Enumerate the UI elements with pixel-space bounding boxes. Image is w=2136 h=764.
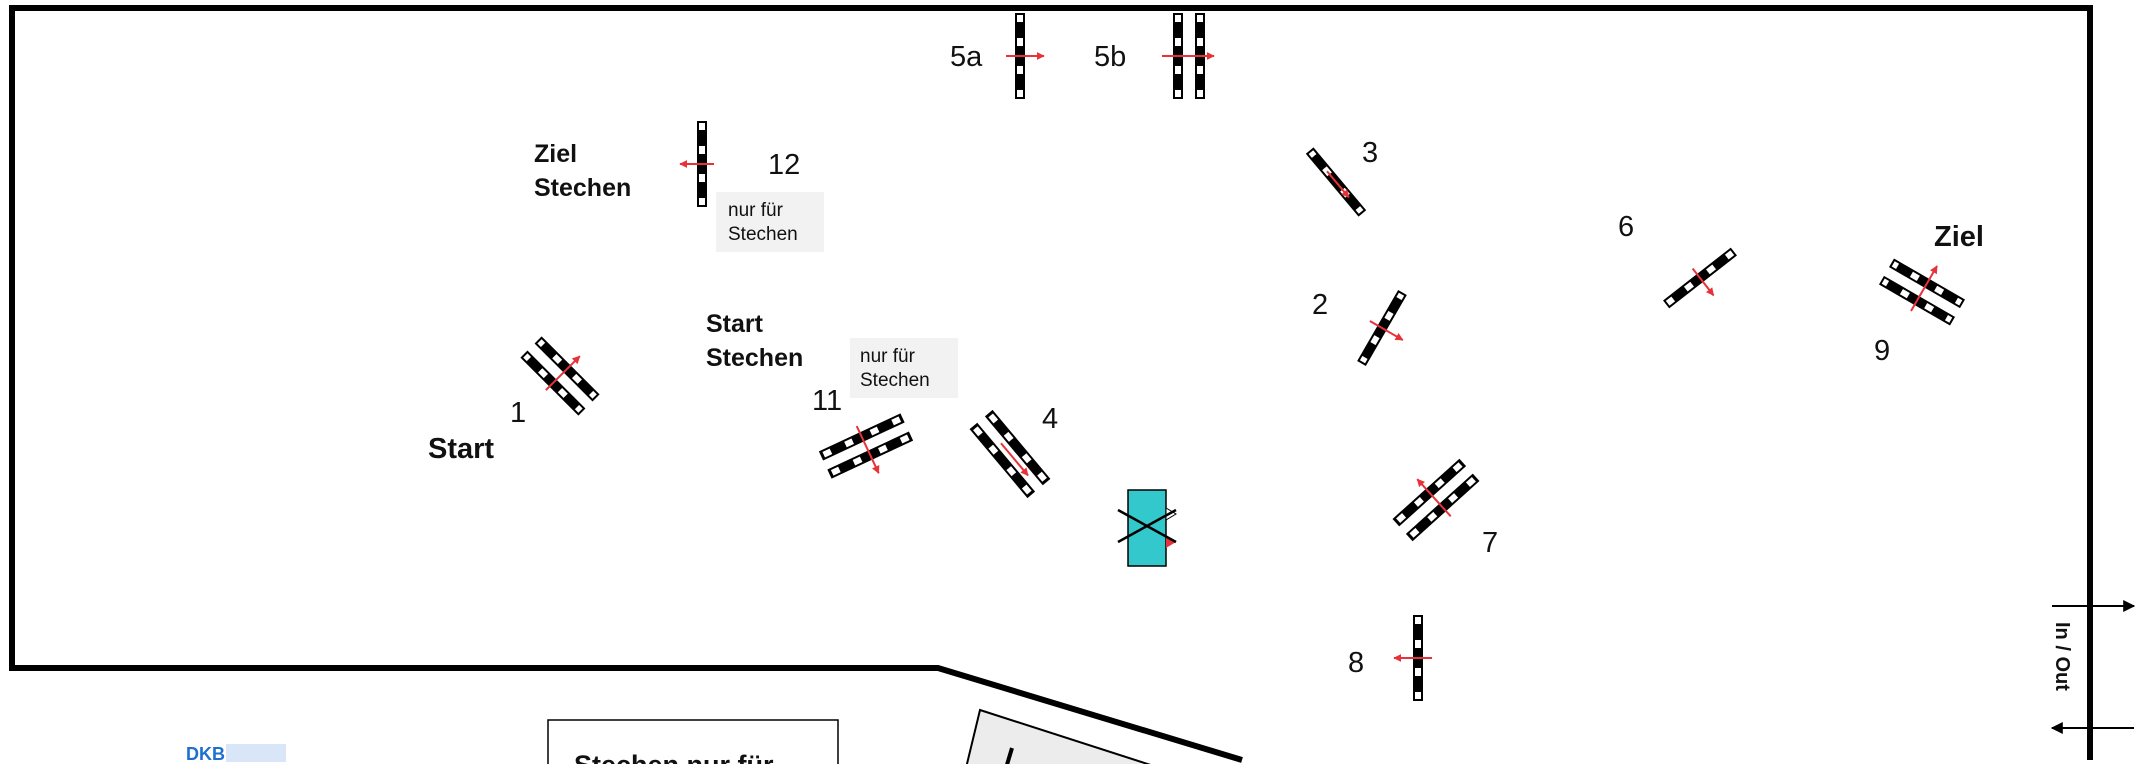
jump-direction-arrow <box>545 355 581 391</box>
start-label: Start <box>428 433 494 465</box>
obstacle-11 <box>818 413 914 479</box>
jump-direction-arrow <box>1691 267 1715 296</box>
obstacle-3-number: 3 <box>1362 137 1378 169</box>
obstacle-1-number: 1 <box>510 397 526 429</box>
note-line-1: nur für <box>860 346 916 367</box>
finish-label: Ziel <box>1934 221 1984 253</box>
obstacle-2 <box>1357 289 1407 367</box>
jump-direction-arrow <box>1369 320 1404 341</box>
obstacle-5b <box>1162 13 1215 99</box>
obstacle-8-number: 8 <box>1348 647 1364 679</box>
obstacle-5a-number: 5a <box>950 41 983 73</box>
logo-text: DKB <box>186 744 225 764</box>
obstacle-11-number: 11 <box>812 385 842 417</box>
jump-direction-arrow <box>1910 265 1938 312</box>
obstacle-6 <box>1663 247 1737 309</box>
obstacle-4-number: 4 <box>1042 403 1058 435</box>
obstacle-8 <box>1393 615 1432 701</box>
note-jumpoff-only-11: nur für Stechen <box>850 338 958 398</box>
obstacle-2-number: 2 <box>1312 289 1328 321</box>
obstacle-9 <box>1878 258 1966 326</box>
obstacle-5b-number: 5b <box>1094 41 1126 73</box>
note-jumpoff-only-12: nur für Stechen <box>716 192 824 252</box>
obstacle-7-number: 7 <box>1482 527 1498 559</box>
note-line-2: Stechen <box>728 224 798 245</box>
jump-direction-arrow <box>1000 442 1029 477</box>
water-obstacle-crossed-out <box>1117 489 1177 567</box>
jump-direction-arrow <box>855 425 880 474</box>
jumpoff-finish-label-2: Stechen <box>534 174 631 202</box>
jumpoff-info-title: Stechen nur für <box>574 750 774 764</box>
obstacle-12 <box>679 121 714 207</box>
note-line-2: Stechen <box>860 370 930 391</box>
obstacle-5a <box>1006 13 1045 99</box>
obstacle-3 <box>1305 147 1367 217</box>
jumpoff-start-label-1: Start <box>706 310 764 338</box>
jumpoff-info-box: Stechen nur für <box>547 719 839 764</box>
jump-direction-arrow <box>1326 170 1350 198</box>
arena-boundary <box>9 5 2093 763</box>
in-out-gate: In / Out <box>2050 600 2136 734</box>
sponsor-logo: DKB <box>186 744 286 764</box>
obstacle-4 <box>969 409 1051 499</box>
note-line-1: nur für <box>728 200 784 221</box>
obstacle-12-number: 12 <box>768 149 800 181</box>
jump-direction-arrow <box>1416 478 1452 518</box>
obstacle-9-number: 9 <box>1874 335 1890 367</box>
in-out-label: In / Out <box>2051 622 2073 691</box>
jumpoff-finish-label-1: Ziel <box>534 140 577 168</box>
obstacle-6-number: 6 <box>1618 211 1634 243</box>
obstacle-1 <box>520 336 600 416</box>
jumpoff-start-label-2: Stechen <box>706 344 803 372</box>
gate-structure <box>965 708 1151 764</box>
obstacle-7 <box>1392 458 1480 542</box>
